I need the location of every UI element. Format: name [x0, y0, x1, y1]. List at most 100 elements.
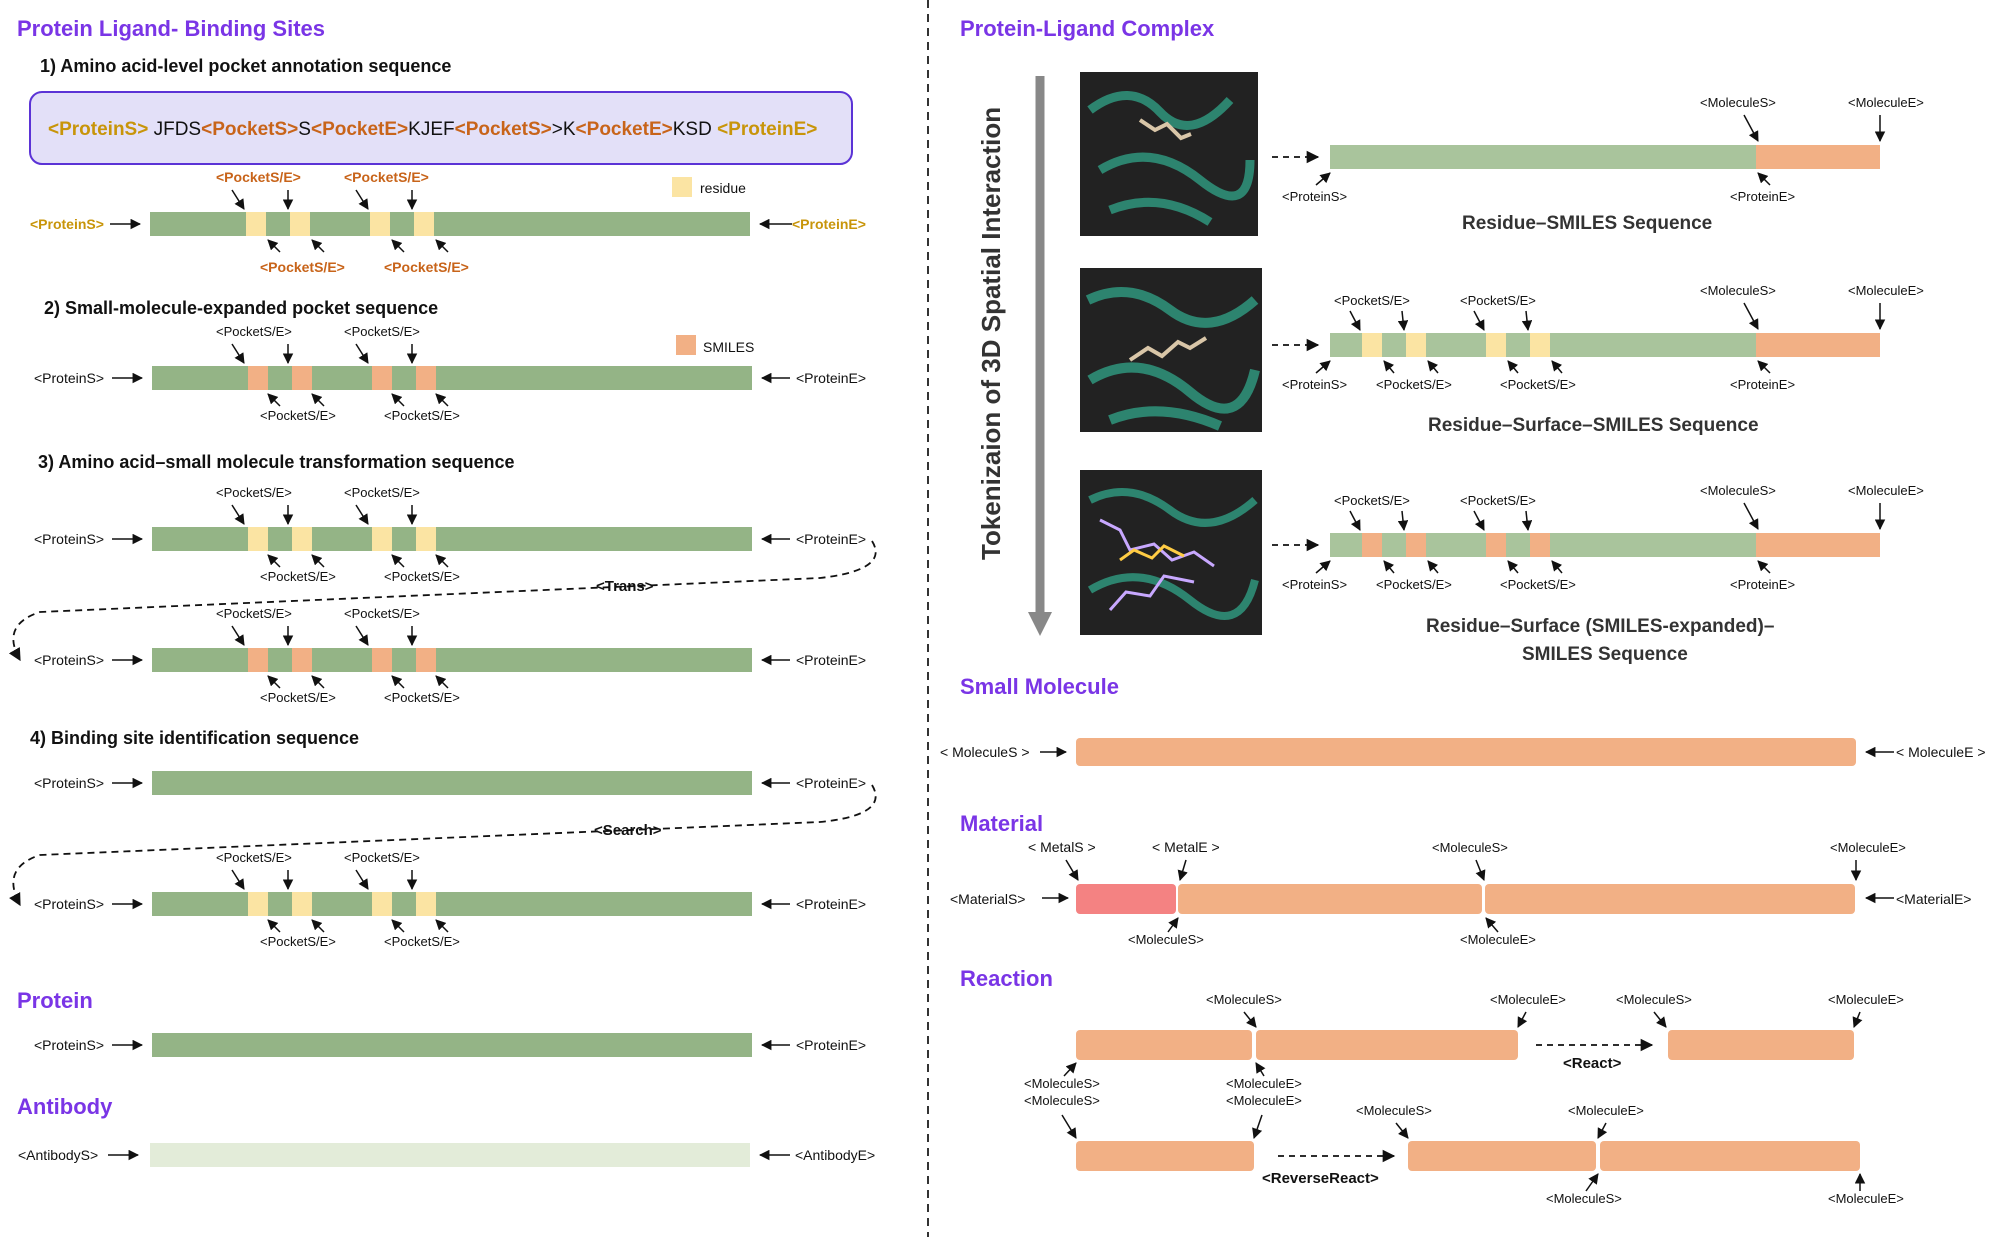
molecule-bar — [1485, 884, 1855, 914]
antibody-end-token: <AntibodyE> — [795, 1147, 875, 1163]
protein-start-token: <ProteinS> — [30, 216, 104, 232]
pointer-arrow — [355, 625, 369, 646]
pointer-arrow — [1397, 310, 1409, 332]
small-molecule-row: < MoleculeS > < MoleculeE > — [940, 738, 1986, 766]
pointer-arrow — [267, 393, 281, 407]
caption-residue-smiles: Residue–SMILES Sequence — [1462, 213, 1712, 234]
molecule-bar — [1756, 333, 1880, 357]
molecule-start-token: <MoleculeS> — [1206, 992, 1282, 1007]
pointer-arrow — [1597, 1122, 1608, 1139]
pointer-arrow — [1757, 172, 1771, 186]
heading-binding-sites: Protein Ligand- Binding Sites — [17, 16, 325, 41]
pointer-arrow — [355, 343, 369, 364]
molecule-end-token: < MoleculeE > — [1896, 744, 1986, 760]
pointer-arrow — [1743, 502, 1759, 530]
complex-structure-image-2 — [1080, 268, 1262, 432]
molecule-start-token: <MoleculeS> — [1700, 283, 1776, 298]
pointer-arrow — [311, 239, 325, 253]
pocket-token-top: <PocketS/E> — [344, 850, 420, 865]
section2-row: <ProteinS><ProteinE><PocketS/E><PocketS/… — [34, 324, 866, 423]
pointer-arrow — [1427, 560, 1439, 574]
protein-start-token: <ProteinS> — [34, 652, 104, 668]
pointer-arrow — [391, 919, 405, 933]
molecule-end-token: <MoleculeE> — [1848, 483, 1924, 498]
heading-small-molecule: Small Molecule — [960, 674, 1119, 699]
pocket-token-bottom: <PocketS/E> — [1500, 577, 1576, 592]
molecule-end-token: <MoleculeE> — [1830, 840, 1906, 855]
smiles-block — [1530, 533, 1550, 557]
smiles-block — [1362, 533, 1382, 557]
residue-block — [292, 892, 312, 916]
protein-bar — [1330, 145, 1758, 169]
pointer-arrow — [1551, 360, 1563, 374]
protein-start-token: <ProteinS> — [1282, 577, 1347, 592]
section3-row-b: <ProteinS> <ProteinE> <PocketS/E> <PocketS/… — [34, 606, 866, 705]
caption-residue-surface-smiles: Residue–Surface–SMILES Sequence — [1428, 415, 1759, 436]
pocket-token-top: <PocketS/E> — [1460, 493, 1536, 508]
molecule-end-token: <MoleculeE> — [1226, 1076, 1302, 1091]
pointer-arrow — [1653, 1011, 1667, 1028]
material-end-token: <MaterialE> — [1896, 891, 1971, 907]
residue-block — [290, 212, 310, 236]
heading-antibody: Antibody — [17, 1094, 113, 1119]
pointer-arrow — [1485, 917, 1499, 933]
residue-block — [1486, 333, 1506, 357]
protein-bar — [152, 771, 752, 795]
pointer-arrow — [1315, 172, 1331, 186]
pointer-arrow — [1473, 510, 1485, 531]
molecule-bar — [1408, 1141, 1596, 1171]
pointer-arrow — [231, 343, 245, 364]
pocket-token-bottom: <PocketS/E> — [260, 934, 336, 949]
protein-end-token: <ProteinE> — [796, 775, 866, 791]
protein-end-token: <ProteinE> — [796, 370, 866, 386]
pocket-token-top: <PocketS/E> — [344, 324, 420, 339]
pointer-arrow — [231, 189, 245, 210]
pointer-arrow — [1852, 1011, 1863, 1028]
pocket-token-top: <PocketS/E> — [344, 606, 420, 621]
residue-block — [370, 212, 390, 236]
molecule-end-token: <MoleculeE> — [1490, 992, 1566, 1007]
molecule-end-token: <MoleculeE> — [1828, 1191, 1904, 1206]
pointer-arrow — [231, 625, 245, 646]
pointer-arrow — [311, 554, 325, 568]
pocket-token-top: <PocketS/E> — [216, 324, 292, 339]
pocket-token-bottom: <PocketS/E> — [384, 690, 460, 705]
section4-row-b: <ProteinS><ProteinE><PocketS/E><PocketS/… — [34, 850, 866, 949]
smiles-block — [372, 366, 392, 390]
pointer-arrow — [1383, 360, 1395, 374]
protein-end-token: <ProteinE> — [796, 531, 866, 547]
heading-material: Material — [960, 811, 1043, 836]
sequence-segment: KSD — [673, 119, 717, 140]
pointer-arrow — [1473, 310, 1485, 331]
protein-end-token: <ProteinE> — [1730, 377, 1795, 392]
molecule-start-token: <MoleculeS> — [1700, 483, 1776, 498]
residue-block — [372, 892, 392, 916]
pocket-token-top: <PocketS/E> — [344, 485, 420, 500]
pointer-arrow — [1551, 560, 1563, 574]
pointer-arrow — [267, 554, 281, 568]
pointer-arrow — [311, 675, 325, 689]
protein-row: <ProteinS><ProteinE> — [34, 1033, 866, 1057]
pocket-token-top: <PocketS/E> — [216, 606, 292, 621]
residue-block — [372, 527, 392, 551]
sequence-box — [29, 91, 853, 165]
pointer-arrow — [1061, 1114, 1077, 1139]
pointer-arrow — [355, 869, 369, 890]
heading-complex: Protein-Ligand Complex — [960, 16, 1215, 41]
residue-block — [414, 212, 434, 236]
legend-smiles-label: SMILES — [703, 339, 754, 355]
pocket-token-top: <PocketS/E> — [1460, 293, 1536, 308]
residue-block — [416, 892, 436, 916]
pointer-arrow — [267, 239, 281, 253]
pointer-arrow — [1177, 859, 1188, 882]
molecule-end-token: <MoleculeE> — [1848, 283, 1924, 298]
protein-end-token: <ProteinE> — [796, 896, 866, 912]
protein-end-token: <ProteinE> — [796, 652, 866, 668]
pointer-arrow — [1427, 360, 1439, 374]
pocket-token-top: <PocketS/E> — [344, 169, 429, 185]
molecule-bar — [1600, 1141, 1860, 1171]
pointer-arrow — [1743, 114, 1759, 142]
sequence-segment: <PocketE> — [576, 119, 673, 140]
protein-start-token: <ProteinS> — [1282, 377, 1347, 392]
